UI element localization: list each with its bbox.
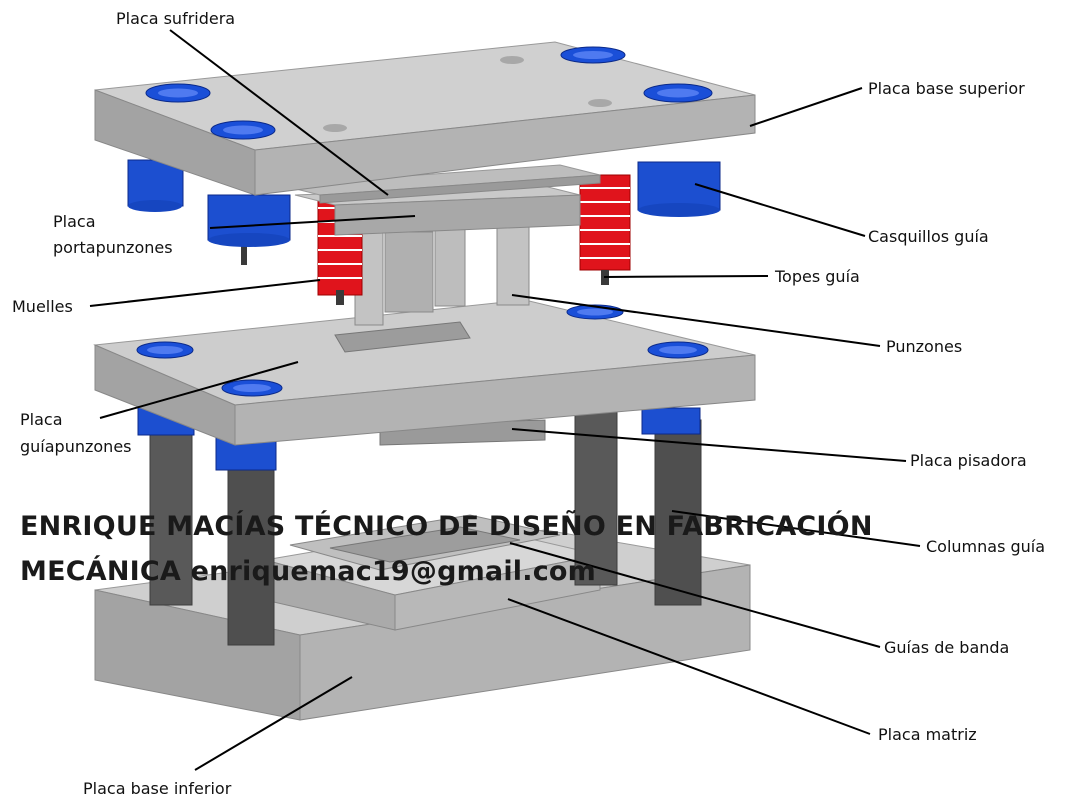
label-topes-guia: Topes guía <box>775 267 860 286</box>
leader-lines <box>89 29 921 771</box>
leader-placa-base-superior <box>749 87 863 127</box>
leader-topes-guia <box>603 275 769 278</box>
leader-placa-guiapunzones <box>99 361 299 419</box>
watermark-line-2: MECÁNICA enriquemac19@gmail.com <box>20 556 597 587</box>
leader-muelles <box>89 279 321 307</box>
label-placa-portapunzones-line2: portapunzones <box>53 238 173 257</box>
label-muelles: Muelles <box>12 297 73 316</box>
label-placa-guiapunzones-line2: guíapunzones <box>20 437 132 456</box>
leader-placa-base-inferior <box>194 676 353 771</box>
watermark-line-1: ENRIQUE MACÍAS TÉCNICO DE DISEÑO EN FABR… <box>20 511 873 542</box>
label-placa-pisadora: Placa pisadora <box>910 451 1027 470</box>
spring-right <box>579 174 631 271</box>
label-casquillos-guia: Casquillos guía <box>868 227 989 246</box>
label-placa-base-superior: Placa base superior <box>868 79 1025 98</box>
die-plate <box>264 514 601 631</box>
leader-guias-de-banda <box>509 542 881 648</box>
upper-base-plate <box>94 41 756 196</box>
leader-placa-pisadora <box>511 428 907 462</box>
backing-plate <box>279 164 601 204</box>
leader-placa-matriz <box>507 598 871 735</box>
leader-placa-portapunzones <box>209 215 416 229</box>
label-columnas-guia: Columnas guía <box>926 537 1046 556</box>
label-placa-portapunzones-line1: Placa <box>53 212 96 231</box>
punches <box>354 224 530 326</box>
label-punzones: Punzones <box>886 337 963 356</box>
leader-placa-sufridera <box>169 29 389 196</box>
leader-punzones <box>511 294 881 347</box>
label-guias-de-banda: Guías de banda <box>884 638 1010 657</box>
label-placa-guiapunzones-line1: Placa <box>20 410 63 429</box>
label-placa-base-inferior: Placa base inferior <box>83 779 232 798</box>
label-placa-sufridera: Placa sufridera <box>116 9 236 28</box>
leader-columnas-guia <box>671 510 921 547</box>
label-placa-matriz: Placa matriz <box>878 725 977 744</box>
leader-casquillos-guia <box>694 183 866 237</box>
